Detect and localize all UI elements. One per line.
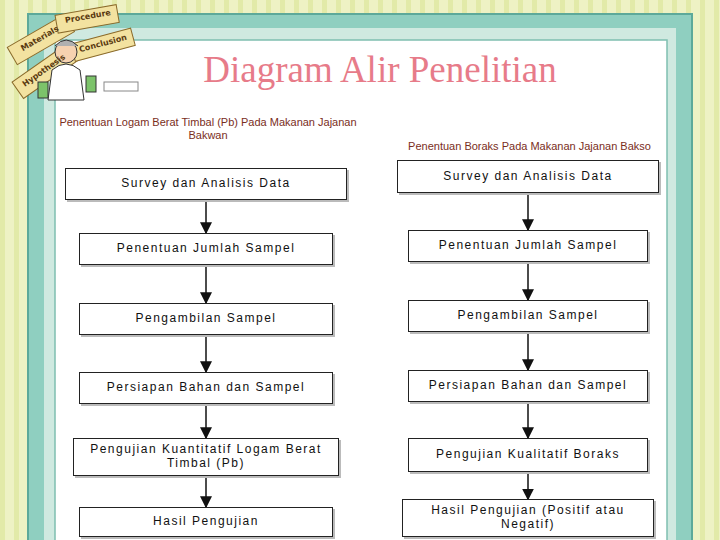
box-label: Pengujian Kualitatif Boraks: [430, 448, 626, 462]
slide-title: Diagram Alir Penelitian: [150, 48, 610, 91]
column-heading: Penentuan Boraks Pada Makanan Jajanan Ba…: [392, 140, 667, 153]
flow-arrow: [527, 332, 529, 370]
box-label: Survey dan Analisis Data: [437, 170, 618, 184]
process-box: Survey dan Analisis Data: [65, 168, 347, 200]
flow-arrow: [205, 265, 207, 303]
flow-arrow: [205, 476, 207, 507]
box-label: Pengambilan Sampel: [129, 312, 282, 326]
scientist-clipart: [7, 5, 138, 100]
column-heading: Penentuan Logam Berat Timbal (Pb) Pada M…: [58, 116, 358, 142]
process-box: Persiapan Bahan dan Sampel: [79, 372, 333, 404]
box-label: Pengambilan Sampel: [451, 309, 604, 323]
process-box: Penentuan Jumlah Sampel: [408, 230, 648, 262]
flow-arrow: [205, 200, 207, 233]
flow-arrow: [527, 472, 529, 499]
flow-arrow: [527, 193, 529, 230]
process-box: Hasil Pengujian: [79, 507, 333, 537]
process-box: Penentuan Jumlah Sampel: [79, 233, 333, 265]
box-label: Persiapan Bahan dan Sampel: [423, 379, 633, 393]
flow-arrow: [205, 404, 207, 438]
process-box: Pengambilan Sampel: [79, 303, 333, 335]
process-box: Hasil Pengujian (Positif atau Negatif): [402, 499, 654, 537]
process-box: Pengujian Kualitatif Boraks: [408, 438, 648, 472]
flow-arrow: [527, 262, 529, 300]
content-panel: [55, 40, 667, 540]
box-label: Persiapan Bahan dan Sampel: [101, 381, 311, 395]
flow-arrow: [205, 335, 207, 372]
box-label: Hasil Pengujian: [147, 515, 265, 529]
box-label: Hasil Pengujian (Positif atau Negatif): [403, 504, 653, 532]
box-label: Penentuan Jumlah Sampel: [111, 242, 302, 256]
box-label: Penentuan Jumlah Sampel: [433, 239, 624, 253]
box-label: Survey dan Analisis Data: [115, 177, 296, 191]
process-box: Survey dan Analisis Data: [397, 160, 659, 193]
flow-arrow: [527, 402, 529, 438]
process-box: Pengambilan Sampel: [408, 300, 648, 332]
box-label: Pengujian Kuantitatif Logam Berat Timbal…: [74, 443, 338, 471]
process-box: Pengujian Kuantitatif Logam Berat Timbal…: [73, 438, 339, 476]
process-box: Persiapan Bahan dan Sampel: [408, 370, 648, 402]
